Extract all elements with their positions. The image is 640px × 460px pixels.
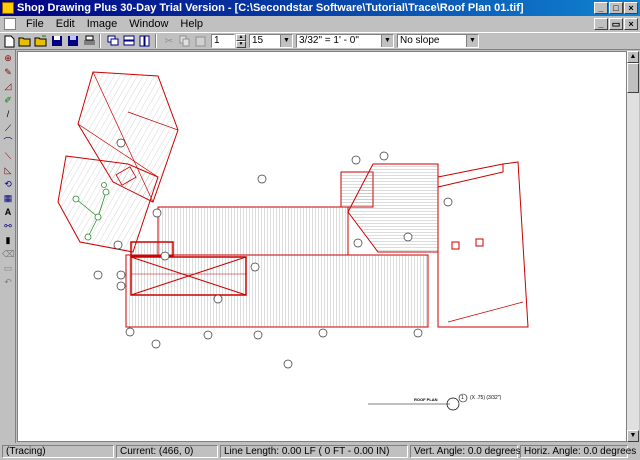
copy-icon[interactable] [178, 34, 192, 48]
doc-close-button[interactable]: × [624, 18, 638, 30]
paste-icon[interactable] [194, 34, 208, 48]
chevron-down-icon[interactable]: ▼ [381, 35, 393, 47]
slope-line-icon[interactable]: ⟍ [4, 151, 12, 161]
scroll-down-icon[interactable]: ▼ [627, 430, 639, 442]
drawing-callout: 1 [461, 395, 464, 401]
app-icon[interactable] [2, 2, 14, 14]
vertical-scrollbar[interactable]: ▲ ▼ [627, 51, 639, 442]
print-icon[interactable] [82, 34, 96, 48]
save-icon[interactable] [50, 34, 64, 48]
menu-help[interactable]: Help [180, 18, 204, 30]
roof-plan-drawing [57, 71, 529, 411]
menu-bar: File Edit Image Window Help _ ▭ × [0, 16, 640, 32]
trace-pen-icon[interactable]: ✎ [4, 67, 12, 77]
right-wing-hatch [340, 161, 529, 328]
menu-image[interactable]: Image [86, 18, 118, 30]
zoom-icon[interactable]: ⊕ [4, 53, 12, 63]
north-arrow [368, 393, 468, 411]
scroll-thumb[interactable] [627, 63, 639, 93]
status-bar: (Tracing) Current: (466, 0) Line Length:… [0, 443, 640, 460]
menu-file[interactable]: File [26, 18, 44, 30]
measure-icon[interactable]: ▮ [5, 235, 11, 245]
toolbar-separator [155, 34, 157, 48]
slope-value: No slope [400, 35, 440, 46]
save-as-icon[interactable] [66, 34, 80, 48]
window-title: Shop Drawing Plus 30-Day Trial Version -… [17, 2, 524, 14]
minimize-button[interactable]: _ [594, 2, 608, 14]
chevron-down-icon[interactable]: ▼ [280, 35, 292, 47]
main-roof-hatch [125, 206, 429, 328]
scale-select[interactable]: 3/32" = 1' - 0" ▼ [296, 34, 394, 48]
polyline-icon[interactable]: ⌒ [3, 137, 13, 147]
toolbar-separator [99, 34, 101, 48]
cascade-icon[interactable] [106, 34, 120, 48]
tile-vertical-icon[interactable] [138, 34, 152, 48]
slope-select[interactable]: No slope ▼ [397, 34, 479, 48]
left-wing-hatch [57, 71, 179, 253]
doc-restore-button[interactable]: ▭ [609, 18, 623, 30]
undo-icon[interactable]: ↶ [4, 277, 12, 287]
status-mode: (Tracing) [2, 445, 114, 458]
line-spacing-select[interactable]: 15 ▼ [249, 34, 293, 48]
line-count-field[interactable]: 1 [211, 34, 235, 48]
scroll-up-icon[interactable]: ▲ [627, 51, 639, 63]
chevron-down-icon[interactable]: ▼ [466, 35, 478, 47]
new-file-icon[interactable] [2, 34, 16, 48]
scale-value: 3/32" = 1' - 0" [299, 35, 359, 46]
hatch-icon[interactable]: ▦ [3, 193, 13, 203]
drawing-caption: ROOF PLAN [414, 397, 438, 402]
drawing-canvas[interactable]: ROOF PLAN 1 (X .75) (3/32") [17, 51, 627, 442]
status-vert-angle: Vert. Angle: 0.0 degrees [410, 445, 521, 458]
open-folder-icon[interactable] [18, 34, 32, 48]
maximize-button[interactable]: □ [609, 2, 623, 14]
status-line-length: Line Length: 0.00 LF ( 0 FT - 0.00 IN) [220, 445, 408, 458]
eraser-icon[interactable]: ▭ [3, 263, 13, 273]
tile-horizontal-icon[interactable] [122, 34, 136, 48]
status-current: Current: (466, 0) [116, 445, 218, 458]
triangle-icon[interactable]: ◺ [4, 165, 12, 175]
erase-icon[interactable]: ⌫ [2, 249, 15, 259]
rotate-icon[interactable]: ⟲ [4, 179, 12, 189]
title-bar: Shop Drawing Plus 30-Day Trial Version -… [0, 0, 640, 16]
line-icon[interactable]: / [6, 109, 10, 119]
close-button[interactable]: × [624, 2, 638, 14]
cut-icon[interactable]: ✂ [164, 35, 174, 47]
node-icon[interactable]: ⚯ [4, 221, 12, 231]
line-spacing-value: 15 [252, 35, 264, 46]
text-icon[interactable]: A [4, 207, 12, 217]
menu-window[interactable]: Window [129, 18, 169, 30]
doc-minimize-button[interactable]: _ [594, 18, 608, 30]
open-image-icon[interactable] [34, 34, 48, 48]
status-horiz-angle: Horiz. Angle: 0.0 degrees [520, 445, 636, 458]
area-icon[interactable]: ◿ [4, 81, 12, 91]
pencil-icon[interactable]: ✐ [4, 95, 12, 105]
document-icon[interactable] [4, 18, 16, 30]
line-count-spinner[interactable]: ▲▼ [236, 34, 246, 48]
brush-icon[interactable]: ⟋ [4, 123, 12, 133]
tool-palette: ⊕ ✎ ◿ ✐ / ⟋ ⌒ ⟍ ◺ ⟲ ▦ A ⚯ ▮ ⌫ ▭ ↶ [0, 50, 16, 443]
menu-edit[interactable]: Edit [55, 18, 75, 30]
callout-markers [93, 138, 453, 369]
drawing-caption-note: (X .75) (3/32") [470, 395, 502, 401]
toolbar: ✂ 1 ▲▼ 15 ▼ 3/32" = 1' - 0" ▼ No slope ▼ [0, 32, 640, 50]
